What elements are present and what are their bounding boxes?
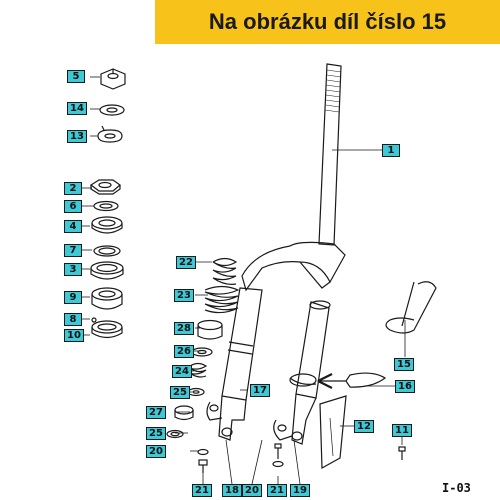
washer-20-right [272, 460, 284, 468]
callout-25-upper: 25 [170, 386, 190, 399]
ring-25-lower [166, 429, 184, 439]
guard-12 [319, 395, 347, 470]
bearing-cup-4 [91, 216, 123, 234]
callout-6: 6 [64, 200, 82, 213]
callout-5: 5 [67, 70, 85, 83]
callout-23: 23 [174, 289, 194, 302]
callout-20-right: 20 [242, 484, 262, 497]
fork-leg-left [206, 287, 263, 441]
callout-24: 24 [172, 365, 192, 378]
callout-1: 1 [382, 144, 400, 157]
callout-21-right: 21 [267, 484, 287, 497]
bearing-cup-10 [91, 320, 123, 339]
callout-12: 12 [354, 420, 374, 433]
steering-tube-1 [318, 63, 342, 246]
callout-4: 4 [64, 220, 82, 233]
leader-lines [82, 76, 406, 485]
washer-20-left [197, 448, 209, 456]
lock-washer-13 [97, 125, 123, 143]
bolt-21-right [274, 443, 282, 459]
damper-cap-27 [174, 405, 194, 421]
callout-26: 26 [174, 345, 194, 358]
spring-23 [204, 285, 240, 314]
fork-crown [241, 241, 346, 292]
callout-20-left: 20 [146, 445, 166, 458]
callout-13: 13 [67, 130, 87, 143]
spring-24 [189, 362, 208, 378]
locknut-2 [89, 179, 121, 195]
callout-22: 22 [176, 256, 196, 269]
callout-16: 16 [395, 380, 415, 393]
title-banner: Na obrázku díl číslo 15 [155, 0, 500, 44]
bearing-cup-9 [91, 287, 123, 310]
callout-25-lower: 25 [146, 427, 166, 440]
screw-11 [398, 446, 406, 460]
arrow-16 [317, 372, 387, 389]
washer-26 [191, 347, 213, 357]
callout-2: 2 [64, 182, 82, 195]
callout-28: 28 [174, 322, 194, 335]
callout-17: 17 [250, 384, 270, 397]
nut-5 [100, 68, 126, 90]
callout-14: 14 [67, 102, 87, 115]
callout-15: 15 [394, 358, 414, 371]
spring-22 [212, 257, 238, 285]
spring-clip-15 [385, 281, 437, 334]
callout-7: 7 [64, 244, 82, 257]
callout-11: 11 [392, 424, 412, 437]
bearing-ring-7 [93, 245, 121, 257]
washer-14 [99, 104, 125, 116]
callout-3: 3 [64, 263, 82, 276]
bearing-cup-3 [90, 261, 124, 280]
callout-21-left: 21 [192, 484, 212, 497]
bushing-28 [197, 319, 223, 340]
seal-8 [91, 317, 97, 323]
callout-9: 9 [64, 291, 82, 304]
callout-19: 19 [290, 484, 310, 497]
banner-text: Na obrázku díl číslo 15 [208, 9, 447, 34]
callout-27: 27 [146, 406, 166, 419]
washer-6 [93, 200, 119, 212]
callout-10: 10 [64, 329, 84, 342]
fork-leg-right [273, 300, 331, 445]
callout-18: 18 [222, 484, 242, 497]
drawing-code: I-03 [442, 481, 471, 495]
bolt-21-left [198, 459, 208, 473]
callout-8: 8 [64, 313, 82, 326]
